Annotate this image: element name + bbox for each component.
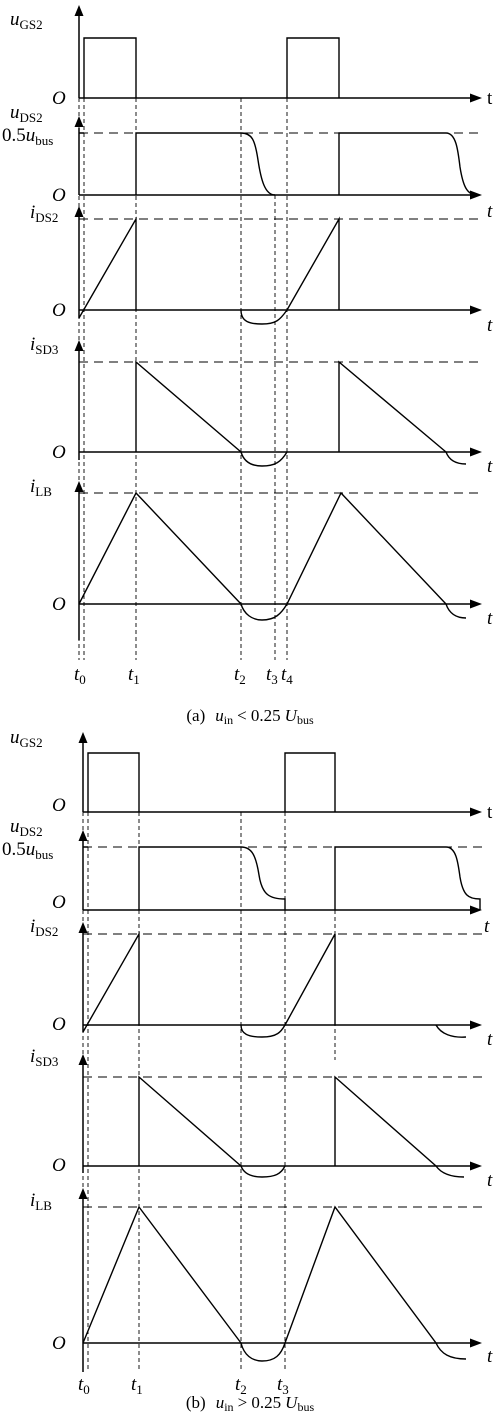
label-t0: t0 <box>74 664 86 687</box>
axis-label: t <box>484 916 490 937</box>
y-axis-arrow <box>74 5 84 16</box>
axis-label: t <box>487 88 493 109</box>
trace-label: iDS2 <box>30 916 58 939</box>
origin-label: O <box>52 795 66 816</box>
trace-isd3-a: iSD3 O t <box>30 334 493 477</box>
x-axis-arrow <box>470 599 482 609</box>
trace-label: iDS2 <box>30 202 58 225</box>
trace-ids2-b: iDS2 O t <box>30 916 493 1050</box>
origin-label: O <box>52 185 66 206</box>
axis-label: t <box>487 1170 493 1191</box>
time-markers-a <box>78 98 288 660</box>
time-markers-b <box>82 812 336 1370</box>
time-labels-a: t0 t1 t2 t3 t4 <box>74 664 293 687</box>
diode-current <box>138 1075 465 1178</box>
y-axis-arrow <box>78 1054 88 1065</box>
x-axis-arrow <box>470 93 482 103</box>
trace-label: uDS2 <box>10 816 43 839</box>
drain-voltage <box>83 846 481 910</box>
trace-ids2-a: iDS2 O t <box>30 202 493 336</box>
label-t3: t3 <box>266 664 278 687</box>
origin-label: O <box>52 594 66 615</box>
y-axis-arrow <box>74 340 84 351</box>
trace-label: iLB <box>30 1190 52 1213</box>
origin-label: O <box>52 88 66 109</box>
label-t4: t4 <box>281 664 293 687</box>
drain-current <box>82 931 467 1038</box>
gate-pulse <box>87 752 336 812</box>
label-t1: t1 <box>128 664 140 687</box>
trace-uds2-a: uDS2 0.5ubus O t <box>2 102 493 222</box>
origin-label: O <box>52 892 66 913</box>
trace-label: uGS2 <box>10 9 43 32</box>
bus-level-label: 0.5ubus <box>2 839 53 862</box>
y-axis-arrow <box>78 830 88 841</box>
panel-b: uGS2 O t uDS2 0.5ubus O t iDS2 O <box>2 727 493 1412</box>
x-axis-arrow <box>470 1338 482 1348</box>
x-axis-arrow <box>470 807 482 817</box>
origin-label: O <box>52 1333 66 1354</box>
gate-pulse <box>83 37 340 98</box>
origin-label: O <box>52 1155 66 1176</box>
x-axis-arrow <box>470 1161 482 1171</box>
trace-ilb-b: iLB O t <box>30 1188 493 1372</box>
y-axis-arrow <box>78 1188 88 1199</box>
origin-label: O <box>52 300 66 321</box>
trace-label: iSD3 <box>30 334 58 357</box>
x-axis-arrow <box>470 305 482 315</box>
bus-level-label: 0.5ubus <box>2 125 53 148</box>
drain-voltage <box>79 132 478 196</box>
axis-label: t <box>487 1346 493 1367</box>
y-axis-arrow <box>74 481 84 492</box>
time-labels-b: t0 t1 t2 t3 <box>78 1374 289 1397</box>
axis-label: t <box>487 608 493 629</box>
axis-label: t <box>487 1029 493 1050</box>
trace-label: uDS2 <box>10 102 43 125</box>
label-t3: t3 <box>277 1374 289 1397</box>
x-axis-arrow <box>470 447 482 457</box>
inductor-current <box>78 491 467 621</box>
label-t0: t0 <box>78 1374 90 1397</box>
axis-label: t <box>487 201 493 222</box>
trace-ugs2-a: uGS2 O t <box>10 5 493 109</box>
trace-label: uGS2 <box>10 727 43 750</box>
label-t2: t2 <box>235 1374 247 1397</box>
inductor-current <box>82 1205 467 1362</box>
trace-label: iSD3 <box>30 1046 58 1069</box>
x-axis-arrow <box>470 905 482 915</box>
label-t1: t1 <box>131 1374 143 1397</box>
trace-ilb-a: iLB O t <box>30 476 493 640</box>
drain-current <box>78 216 340 325</box>
axis-label: t <box>487 802 493 823</box>
diode-current <box>135 360 467 467</box>
y-axis-arrow <box>78 732 88 743</box>
y-axis-arrow <box>74 116 84 127</box>
axis-label: t <box>487 456 493 477</box>
y-axis-arrow <box>78 922 88 933</box>
trace-ugs2-b: uGS2 O t <box>10 727 493 823</box>
trace-label: iLB <box>30 476 52 499</box>
x-axis-arrow <box>470 1020 482 1030</box>
panel-a: uGS2 O t uDS2 0.5ubus O t iDS2 O <box>2 5 493 727</box>
origin-label: O <box>52 1014 66 1035</box>
origin-label: O <box>52 442 66 463</box>
trace-isd3-b: iSD3 O t <box>30 1046 493 1191</box>
y-axis-arrow <box>74 206 84 217</box>
trace-uds2-b: uDS2 0.5ubus O t <box>2 816 490 937</box>
label-t2: t2 <box>234 664 246 687</box>
axis-label: t <box>487 315 493 336</box>
